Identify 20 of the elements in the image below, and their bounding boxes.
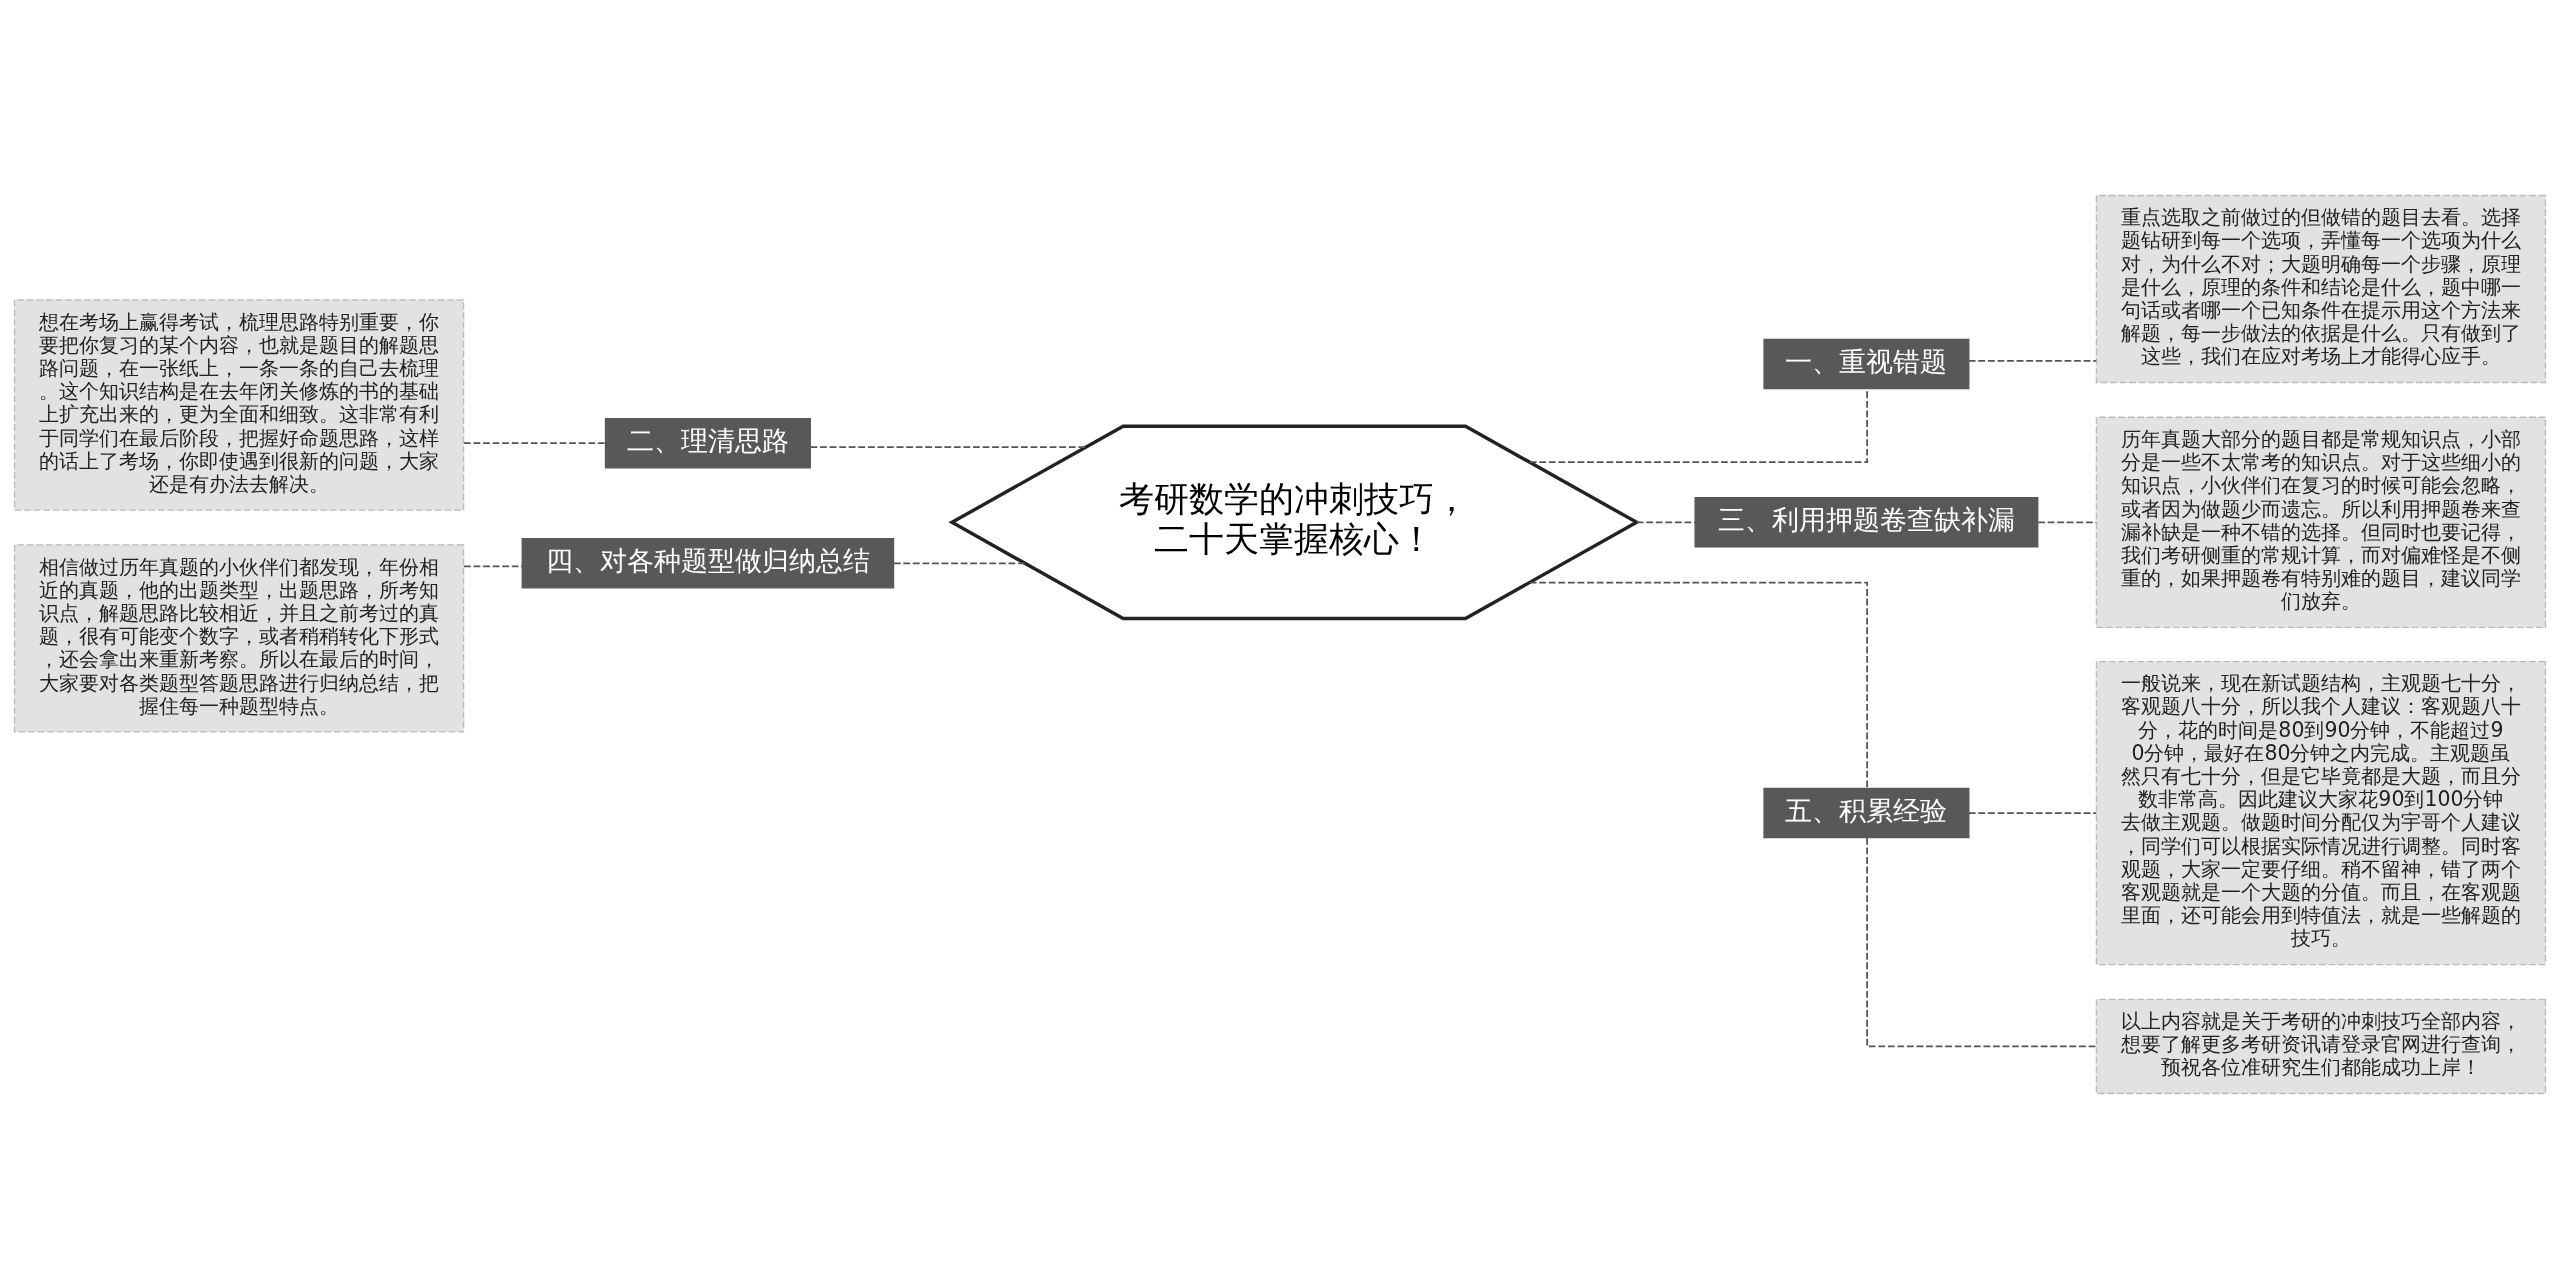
connector: [1528, 581, 1868, 789]
node-box: 重点选取之前做过的但做错的题目去看。选择题钻研到每一个选项，弄懂每一个选项为什么对，为什么不对；大题明确每一个步骤，原理是什么，原理的条件和结论是什么，题中哪一句话或者哪一个已知条件在提示用这个方法来解题，每一步做法的依据是什么。只有做到了这些，我们在应对考场上才能得心应手。: [2095, 194, 2547, 383]
node-box: 一般说来，现在新试题结构，主观题七十分，客观题八十分，所以我个人建议：客观题八十分，花的时间是80到90分钟，不能超过90分钟，最好在80分钟之内完成。主观题虽然只有七十分，但是它毕竟都是大题，而且分数非常高。因此建议大家花90到100分钟去做主观题。做题时间分配仅为宇哥个人建议，同学们可以根据实际情况进行调整。同时客观题，大家一定要仔细。稍不留神，错了两个客观题就是一个大题的分值。而且，在客观题里面，还可能会用到特值法，就是一些解题的技巧。: [2095, 660, 2547, 965]
connector: [463, 441, 607, 444]
connector: [892, 561, 1026, 564]
node-box: 五、积累经验: [1763, 787, 1970, 838]
node-box: 想在考场上赢得考试，梳理思路特别重要，你要把你复习的某个内容，也就是题目的解题思路问题，在一张纸上，一条一条的自己去梳理。这个知识结构是在去年闭关修炼的书的基础上扩充出来的，更为全面和细致。这非常有利于同学们在最后阶段，把握好命题思路，这样的话上了考场，你即使遇到很新的问题，大家还是有办法去解决。: [13, 298, 465, 511]
node-box: 以上内容就是关于考研的冲刺技巧全部内容，想要了解更多考研资讯请登录官网进行查询，预祝各位准研究生们都能成功上岸！: [2095, 998, 2547, 1094]
connector: [1968, 811, 2098, 814]
connector: [1968, 359, 2098, 362]
connector: [809, 445, 1087, 448]
connector: [1635, 520, 1696, 523]
node-box: 历年真题大部分的题目都是常规知识点，小部分是一些不太常考的知识点。对于这些细小的知识点，小伙伴们在复习的时候可能会忽略，或者因为做题少而遗忘。所以利用押题卷来查漏补缺是一种不错的选择。但同时也要记得，我们考研侧重的常规计算，而对偏难怪是不侧重的，如果押题卷有特别难的题目，建议同学们放弃。: [2095, 416, 2547, 628]
node-box: 三、利用押题卷查缺补漏: [1694, 496, 2039, 548]
connector: [463, 564, 523, 567]
node-box: 二、理清思路: [604, 417, 811, 468]
node-box: 一、重视错题: [1763, 338, 1970, 389]
node-box: 四、对各种题型做归纳总结: [521, 537, 895, 589]
connector: [1866, 836, 2097, 1047]
node-box: 相信做过历年真题的小伙伴们都发现，年份相近的真题，他的出题类型，出题思路，所考知识点，解题思路比较相近，并且之前考过的真题，很有可能变个数字，或者稍稍转化下形式，还会拿出来重新考察。所以在最后的时间，大家要对各类题型答题思路进行归纳总结，把握住每一种题型特点。: [13, 543, 465, 733]
